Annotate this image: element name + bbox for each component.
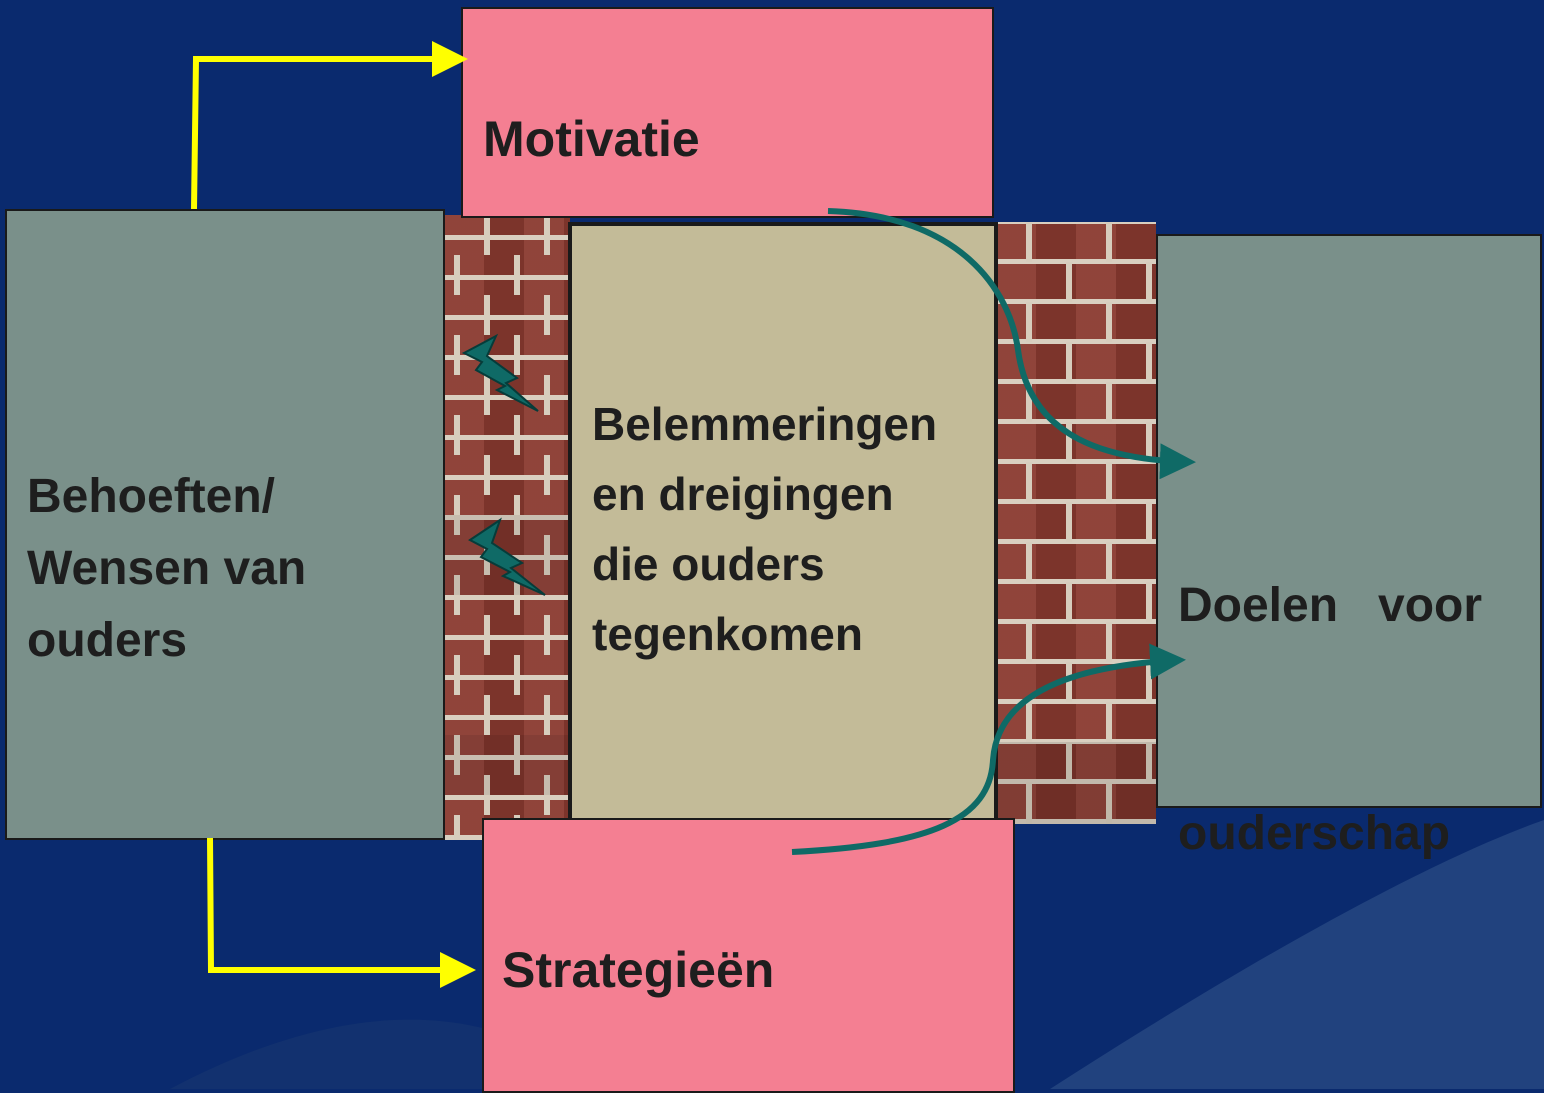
belemmeringen-line-3: die ouders	[592, 538, 825, 590]
brick-wall-left	[444, 215, 570, 840]
behoeften-line-2: Wensen van	[27, 542, 307, 595]
belemmeringen-label: Belemmeringen en dreigingen die ouders t…	[592, 389, 937, 669]
behoeften-box: Behoeften/ Wensen van ouders	[5, 209, 445, 840]
behoeften-line-3: ouders	[27, 614, 188, 667]
doelen-box: Doelen voor ouderschap	[1156, 234, 1542, 860]
behoeften-line-1: Behoeften/	[27, 470, 276, 523]
strategieen-box: Strategieën	[482, 818, 1015, 1093]
belemmeringen-line-1: Belemmeringen	[592, 398, 938, 450]
strategieen-label: Strategieën	[502, 942, 775, 998]
behoeften-label: Behoeften/ Wensen van ouders	[27, 461, 306, 677]
belemmeringen-box: Belemmeringen en dreigingen die ouders t…	[568, 222, 998, 822]
belemmeringen-line-4: tegenkomen	[592, 608, 863, 660]
belemmeringen-line-2: en dreigingen	[592, 468, 894, 520]
motivatie-label: Motivatie	[483, 111, 700, 167]
doelen-line-2: ouderschap	[1178, 807, 1451, 860]
doelen-line-1: Doelen voor	[1178, 579, 1483, 632]
doelen-label: Doelen voor ouderschap	[1178, 416, 1482, 1024]
brick-wall-right	[996, 222, 1156, 824]
motivatie-box: Motivatie	[461, 7, 994, 218]
